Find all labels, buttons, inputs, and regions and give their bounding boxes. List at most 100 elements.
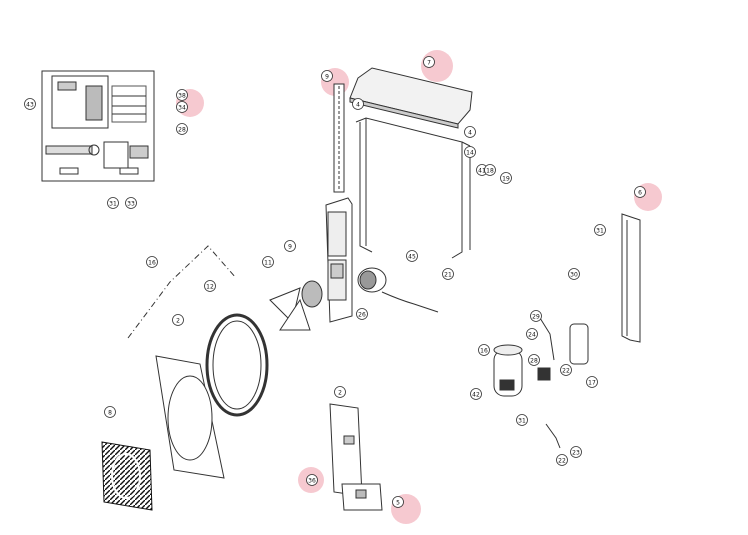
callout-c45: 45 [406, 250, 418, 262]
callout-label: 34 [178, 105, 186, 112]
callout-label: 33 [127, 201, 135, 208]
callout-circle [24, 98, 36, 110]
callout-c24: 24 [526, 328, 538, 340]
callout-circle [528, 354, 540, 366]
callout-c42: 42 [470, 388, 482, 400]
callout-c23: 23 [570, 446, 582, 458]
callout-c5: 5 [392, 496, 404, 508]
callout-c16b: 16 [478, 344, 490, 356]
callout-label: 16 [480, 348, 488, 355]
fan-ring [205, 313, 269, 417]
callout-label: 4 [356, 102, 360, 109]
callout-c12: 12 [204, 280, 216, 292]
callout-c31c: 31 [516, 414, 528, 426]
callout-label: 21 [444, 272, 452, 279]
callout-label: 42 [472, 392, 480, 399]
callout-label: 8 [108, 410, 112, 417]
callout-circle [306, 474, 318, 486]
callout-c9: 9 [321, 70, 333, 82]
callout-circle [586, 376, 598, 388]
callout-c11: 11 [262, 256, 274, 268]
callout-circle [464, 126, 476, 138]
right-side-panel [621, 213, 641, 343]
side-strip [333, 83, 345, 193]
callout-c21: 21 [442, 268, 454, 280]
top-cover [349, 67, 473, 129]
callout-circle [176, 89, 188, 101]
callout-c43: 43 [24, 98, 36, 110]
callout-circle [176, 101, 188, 113]
callout-c31b: 31 [594, 224, 606, 236]
front-panel [155, 355, 225, 479]
callout-c41: 41 [476, 164, 488, 176]
callout-label: 16 [148, 260, 156, 267]
callout-label: 29 [532, 314, 540, 321]
callout-label: 38 [178, 93, 186, 100]
condenser-frame [355, 117, 471, 259]
callout-label: 12 [206, 284, 214, 291]
callout-c31a: 31 [107, 197, 119, 209]
callout-circle [392, 496, 404, 508]
callout-c8: 8 [104, 406, 116, 418]
callout-label: 18 [486, 168, 494, 175]
callout-circle [104, 406, 116, 418]
callout-label: 14 [466, 150, 474, 157]
callout-label: 30 [570, 272, 578, 279]
callout-circle [284, 240, 296, 252]
callout-label: 19 [502, 176, 510, 183]
callout-circle [478, 344, 490, 356]
callout-label: 11 [264, 260, 272, 267]
callout-circle [634, 186, 646, 198]
callout-c26: 26 [356, 308, 368, 320]
callout-circle [176, 123, 188, 135]
partition-panel [325, 197, 353, 323]
callout-c18: 18 [484, 164, 496, 176]
callout-circle [204, 280, 216, 292]
valve-pipes [537, 317, 561, 449]
callout-circle [516, 414, 528, 426]
callout-label: 41 [478, 168, 486, 175]
callout-circle [556, 454, 568, 466]
callout-label: 23 [572, 450, 580, 457]
callout-c22a: 22 [560, 364, 572, 376]
callout-circle [321, 70, 333, 82]
callout-c36: 36 [306, 474, 318, 486]
callout-circle [442, 268, 454, 280]
callout-c4b: 4 [464, 126, 476, 138]
callout-c16: 16 [146, 256, 158, 268]
callout-c33: 33 [125, 197, 137, 209]
callout-circle [172, 314, 184, 326]
callout-circle [530, 310, 542, 322]
callout-c38a: 38 [176, 89, 188, 101]
fan-assembly [269, 280, 323, 331]
callout-c34: 34 [176, 101, 188, 113]
callout-c17: 17 [586, 376, 598, 388]
callout-label: 31 [596, 228, 604, 235]
callout-circle [146, 256, 158, 268]
callout-label: 22 [562, 368, 570, 375]
callout-circle [470, 388, 482, 400]
highlight-markers [176, 50, 662, 524]
callout-label: 4 [468, 130, 472, 137]
callout-circle [568, 268, 580, 280]
callout-c29: 29 [530, 310, 542, 322]
callout-label: 6 [638, 190, 642, 197]
callout-label: 5 [396, 500, 400, 507]
accumulator [569, 323, 589, 365]
callout-circle [406, 250, 418, 262]
callout-circle [594, 224, 606, 236]
fan-guard [101, 441, 153, 511]
callout-c19: 19 [500, 172, 512, 184]
callout-circle [107, 197, 119, 209]
callout-label: 17 [588, 380, 596, 387]
callout-label: 28 [530, 358, 538, 365]
callout-circle [560, 364, 572, 376]
callout-circle [423, 56, 435, 68]
callout-c2a: 2 [172, 314, 184, 326]
callout-c28: 28 [176, 123, 188, 135]
guide-lines [127, 245, 237, 339]
callout-c2b: 2 [334, 386, 346, 398]
